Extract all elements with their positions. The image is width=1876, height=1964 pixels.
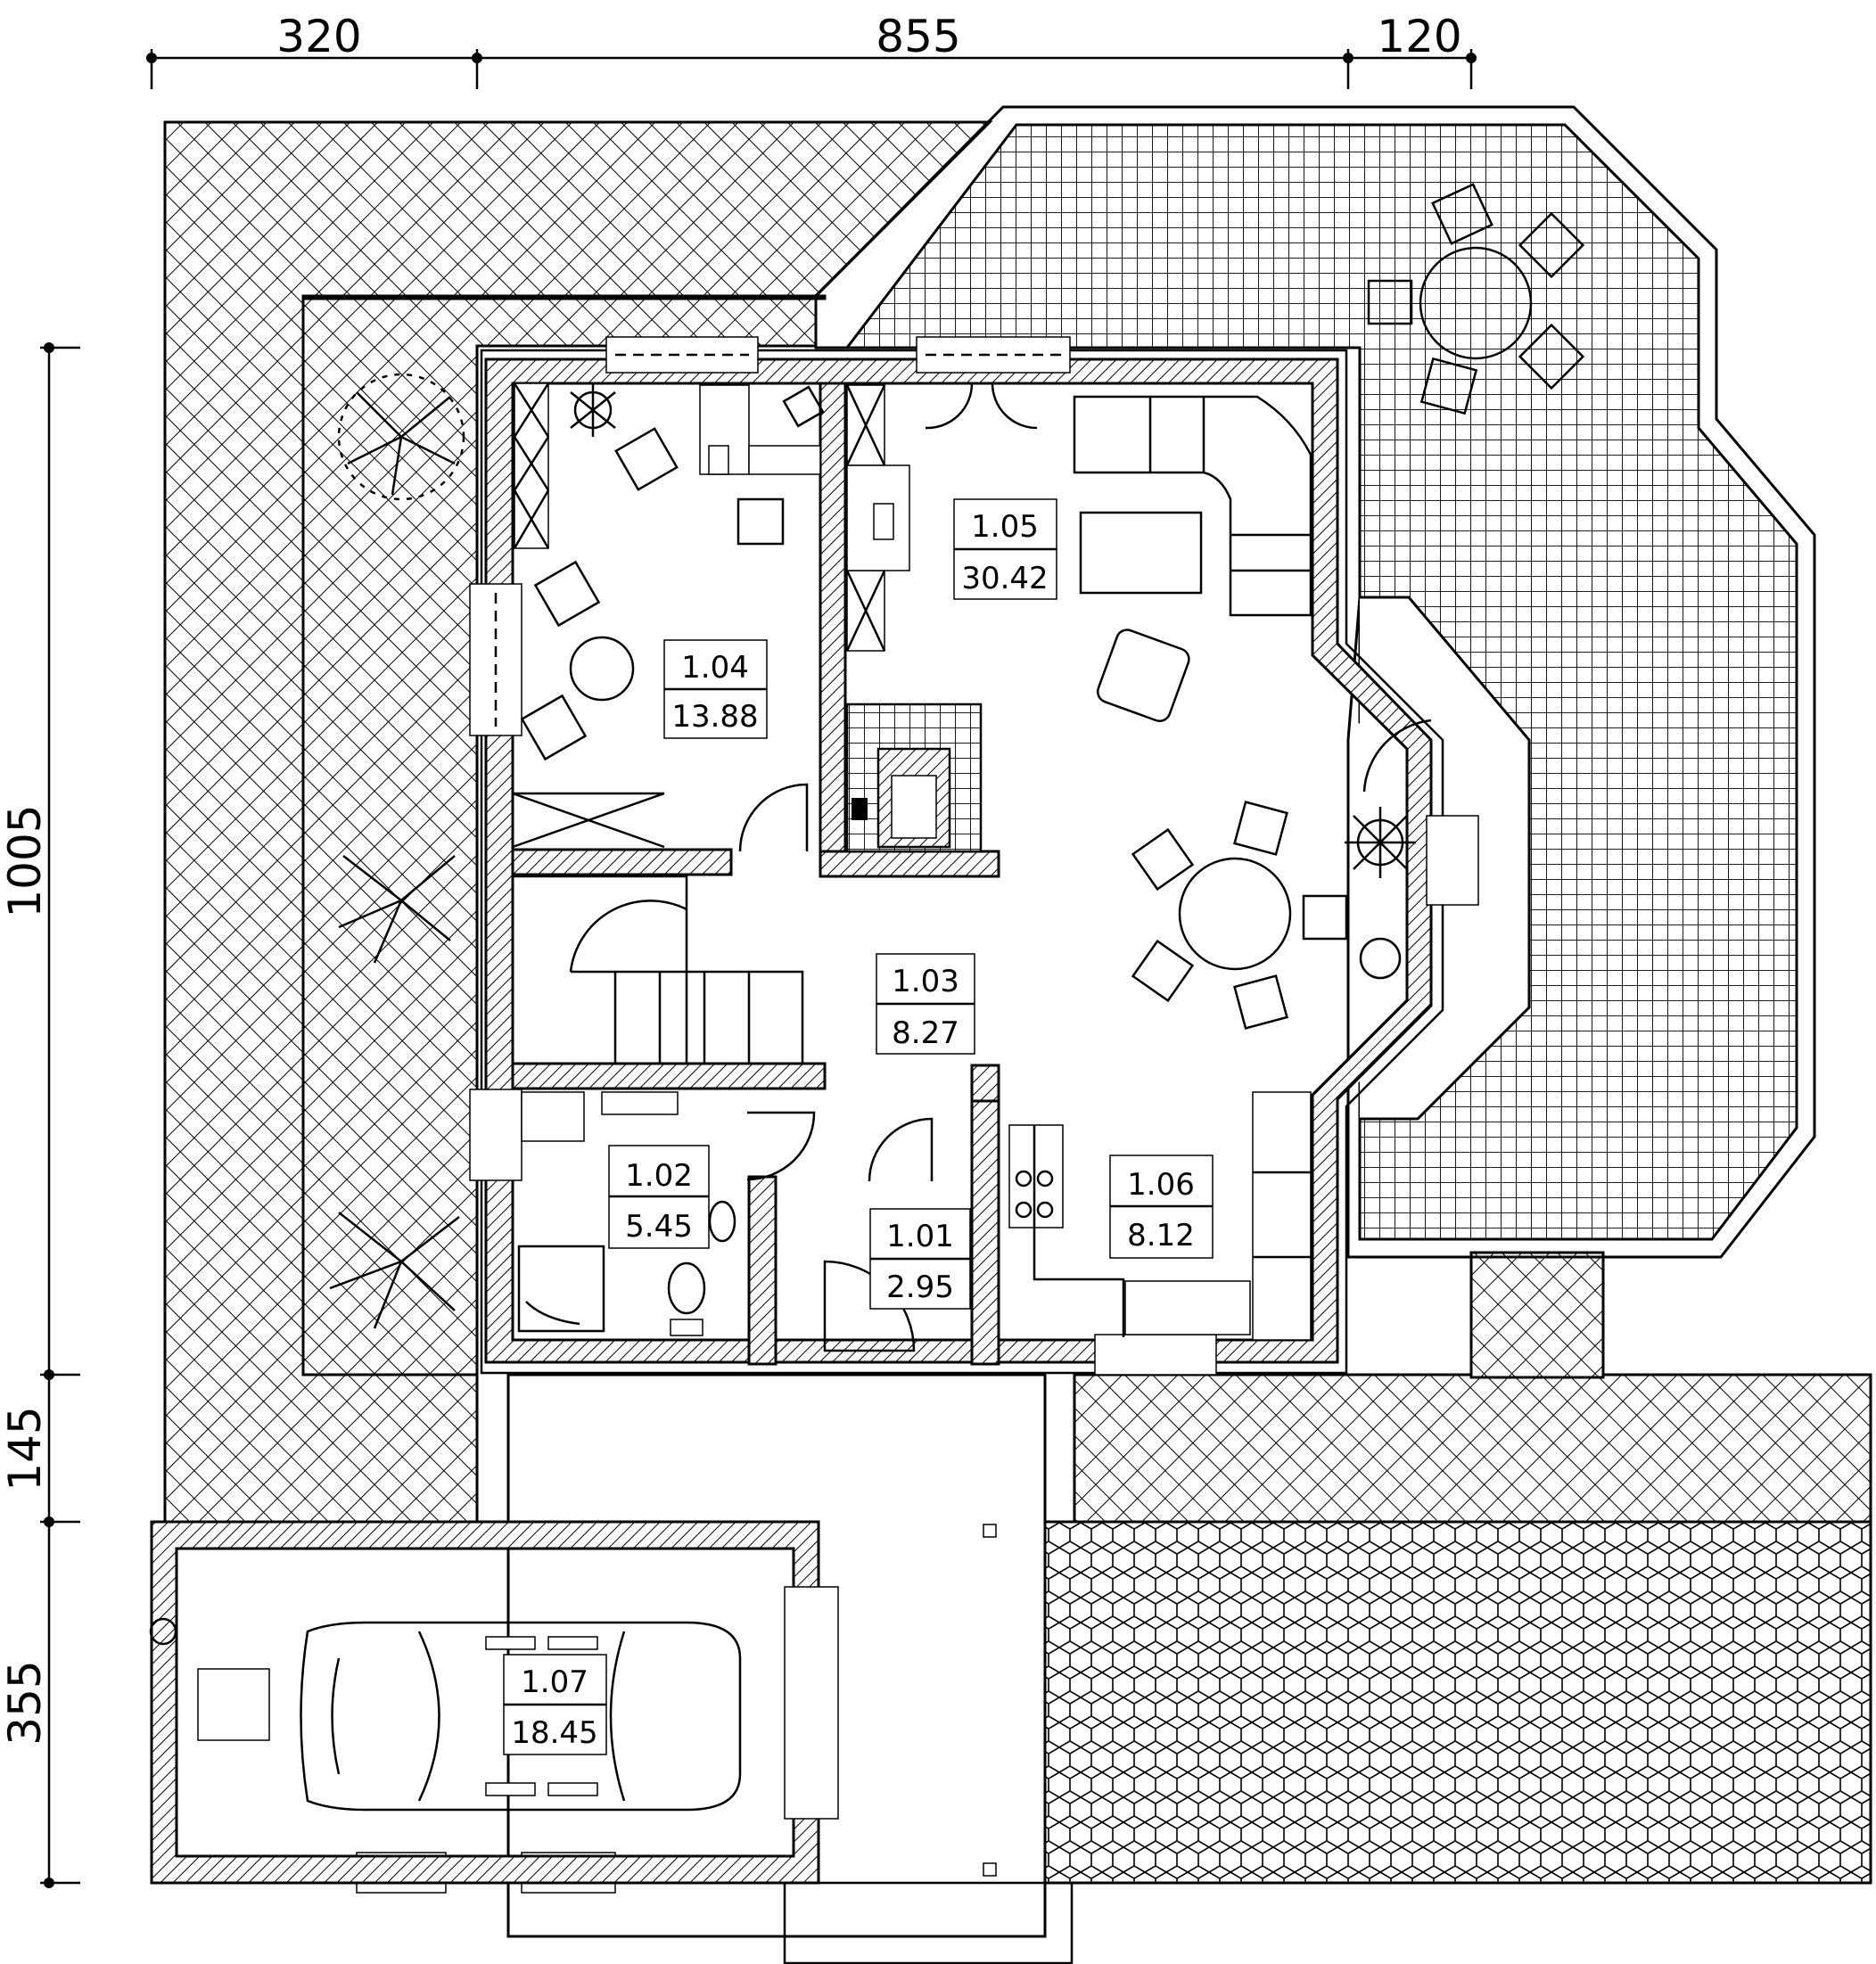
kitchen-fittings [1008, 1091, 1312, 1341]
bathroom-fixtures [517, 1091, 736, 1336]
room-label-1-01: 1.01 2.95 [869, 1208, 971, 1310]
top-dimension-1: 320 [276, 11, 361, 62]
tree-icons [329, 373, 465, 1329]
terrace-table-set [1367, 183, 1585, 415]
room-id: 1.07 [521, 1664, 588, 1700]
windows [356, 336, 1479, 1894]
terrace-tile-paving [814, 105, 1816, 1259]
room-label-1-03: 1.03 8.27 [876, 953, 975, 1055]
room-area: 30.42 [961, 561, 1048, 596]
room-label-1-02: 1.02 5.45 [608, 1145, 710, 1249]
corner-sofa [1073, 395, 1312, 617]
room-id: 1.06 [1127, 1167, 1195, 1203]
room-label-1-04: 1.04 13.88 [663, 639, 768, 739]
room-area: 2.95 [886, 1270, 954, 1305]
coffee-table [1079, 511, 1203, 595]
room-label-1-06: 1.06 8.12 [1109, 1155, 1214, 1259]
armchair [1096, 629, 1190, 722]
room-id: 1.02 [625, 1158, 693, 1194]
room-area: 13.88 [671, 699, 758, 735]
hexagonal-paving [1043, 1520, 1872, 1885]
top-dimension-2: 855 [876, 11, 960, 62]
left-dimension-3: 355 [0, 1660, 51, 1745]
left-dimension-2: 145 [0, 1406, 51, 1491]
potted-plants [570, 383, 1416, 980]
room-area: 5.45 [625, 1209, 693, 1245]
car-icon [300, 1621, 742, 1812]
room-id: 1.05 [971, 509, 1039, 545]
office-furniture [520, 384, 825, 761]
house-walls [480, 349, 1444, 1375]
garage-walls [149, 1520, 1074, 1964]
room-id: 1.04 [681, 650, 749, 686]
room-area: 18.45 [511, 1715, 597, 1751]
dining-set [1131, 801, 1348, 1030]
top-dimension-3: 120 [1377, 11, 1461, 62]
room-id: 1.03 [892, 964, 959, 999]
room-id: 1.01 [886, 1219, 954, 1254]
room-label-1-07: 1.07 18.45 [503, 1654, 607, 1755]
room-area: 8.27 [892, 1015, 959, 1051]
left-dimension-1: 1005 [0, 804, 51, 917]
staircase [511, 792, 804, 1065]
shelves [513, 382, 910, 652]
fireplace [845, 703, 983, 853]
room-area: 8.12 [1127, 1218, 1195, 1253]
top-dimension-line [146, 49, 1477, 89]
room-label-1-05: 1.05 30.42 [953, 498, 1057, 600]
left-dimension-line [40, 342, 80, 1888]
